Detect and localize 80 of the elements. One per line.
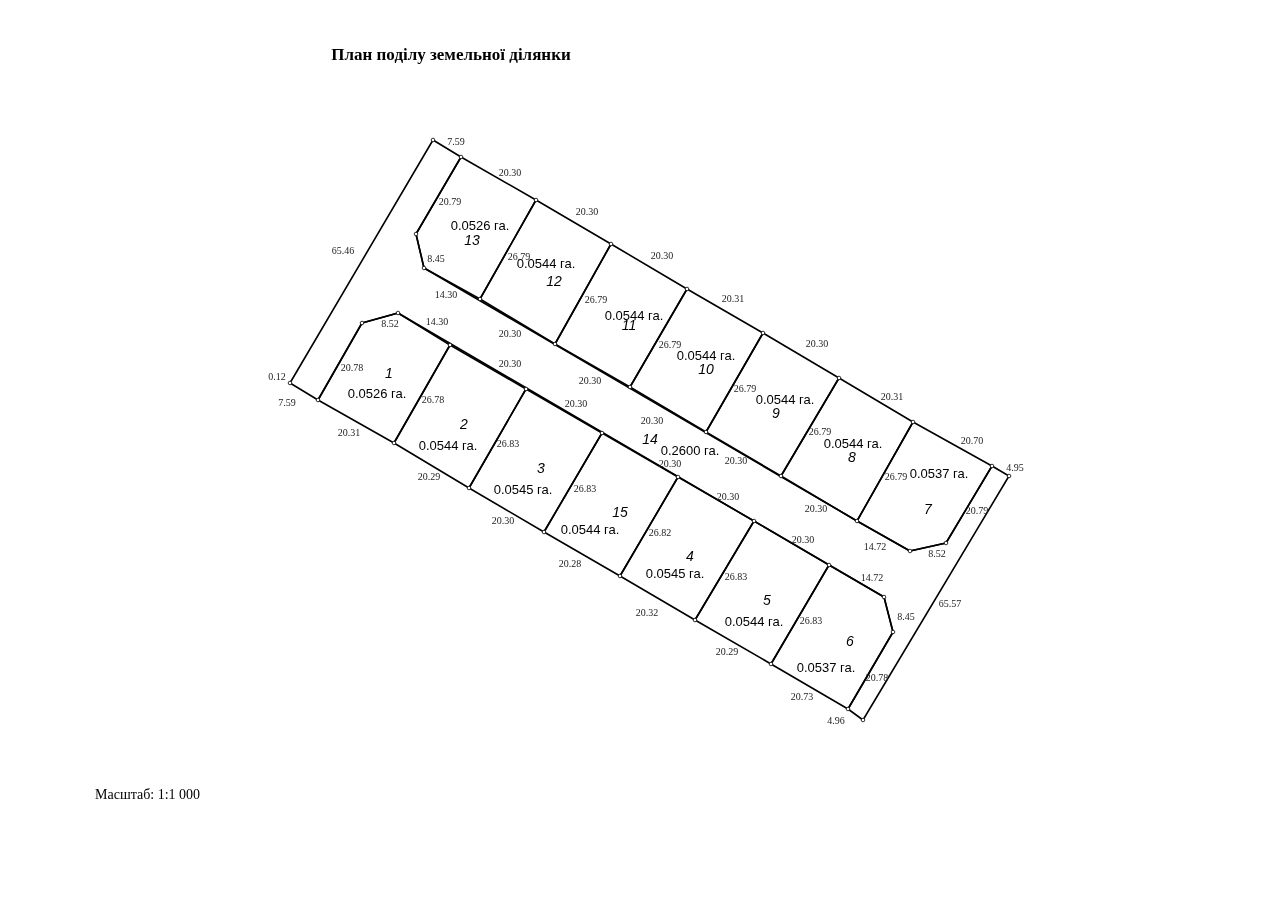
dimension-label: 26.83: [496, 438, 520, 449]
scale-note: Масштаб: 1:1 000: [95, 787, 201, 802]
dimension-label: 65.46: [331, 245, 355, 256]
plot-number: 8: [848, 449, 856, 465]
dimension-label: 20.70: [960, 435, 984, 446]
dimension-label: 20.73: [790, 691, 814, 702]
area-label: 0.0537 га.: [796, 660, 856, 675]
plot-number: 1: [385, 365, 393, 381]
dimension-label: 4.96: [827, 715, 845, 726]
dimension-label: 20.29: [715, 646, 739, 657]
area-label: 0.0544 га.: [755, 392, 815, 407]
dimension-label: 20.30: [498, 358, 522, 369]
dimension-label: 26.78: [421, 394, 445, 405]
area-label: 0.2600 га.: [660, 443, 720, 458]
dimension-label: 20.30: [578, 375, 602, 386]
dimension-label: 20.79: [438, 196, 462, 207]
area-label: 0.0526 га.: [347, 386, 407, 401]
dimension-label: 20.29: [417, 471, 441, 482]
dimension-label: 20.30: [498, 167, 522, 178]
area-label: 0.0545 га.: [645, 566, 705, 581]
dimension-label: 20.30: [716, 491, 740, 502]
plot-number: 10: [698, 361, 714, 377]
dimension-label: 7.59: [278, 397, 296, 408]
area-label: 0.0545 га.: [493, 482, 553, 497]
dimension-label: 26.83: [573, 483, 597, 494]
dimension-label: 20.30: [805, 338, 829, 349]
dimension-label: 20.30: [640, 415, 664, 426]
dimension-label: 8.45: [897, 611, 915, 622]
dimension-label: 26.79: [584, 294, 608, 305]
dimension-label: 14.30: [425, 316, 449, 327]
dimension-label: 20.32: [635, 607, 659, 618]
dimension-label: 14.72: [860, 572, 884, 583]
dimension-label: 14.72: [863, 541, 887, 552]
dimension-label: 65.57: [938, 598, 962, 609]
dimension-label: 20.31: [721, 293, 745, 304]
plot-number: 14: [642, 431, 658, 447]
plot-number: 7: [924, 501, 932, 517]
title: План поділу земельної ділянки: [331, 45, 571, 64]
dimension-label: 20.30: [791, 534, 815, 545]
plot-number: 2: [460, 416, 468, 432]
dimension-label: 14.30: [434, 289, 458, 300]
area-label: 0.0544 га.: [418, 438, 478, 453]
dimension-label: 20.30: [564, 398, 588, 409]
area-label: 0.0544 га.: [724, 614, 784, 629]
plot-number: 9: [772, 405, 780, 421]
dimension-label: 7.59: [447, 136, 465, 147]
plot-number: 5: [763, 592, 771, 608]
dimension-label: 20.30: [498, 328, 522, 339]
area-label: 0.0544 га.: [676, 348, 736, 363]
dimension-label: 20.31: [337, 427, 361, 438]
plot-number: 12: [546, 273, 562, 289]
dimension-label: 20.30: [491, 515, 515, 526]
dimension-label: 8.52: [381, 318, 399, 329]
dimension-label: 20.30: [650, 250, 674, 261]
dimension-label: 20.78: [340, 362, 364, 373]
dimension-label: 20.31: [880, 391, 904, 402]
dimension-label: 20.30: [575, 206, 599, 217]
dimension-label: 20.30: [724, 455, 748, 466]
dimension-label: 8.52: [928, 548, 946, 559]
dimension-label: 4.95: [1006, 462, 1024, 473]
dimension-label: 26.79: [808, 426, 832, 437]
plot-number: 15: [612, 504, 628, 520]
dimension-label: 26.79: [733, 383, 757, 394]
dimension-label: 20.30: [804, 503, 828, 514]
dimension-label: 26.83: [724, 571, 748, 582]
dimension-label: 20.30: [658, 458, 682, 469]
plot-number: 3: [537, 460, 545, 476]
area-label: 0.0544 га.: [560, 522, 620, 537]
dimension-label: 20.28: [558, 558, 582, 569]
dimension-label: 26.83: [799, 615, 823, 626]
dimension-label: 26.79: [884, 471, 908, 482]
plot-number: 13: [464, 232, 480, 248]
area-label: 0.0544 га.: [823, 436, 883, 451]
area-label: 0.0526 га.: [450, 218, 510, 233]
plot-number: 6: [846, 633, 854, 649]
plot-number: 4: [686, 548, 694, 564]
dimension-label: 8.45: [427, 253, 445, 264]
dimension-label: 26.82: [648, 527, 672, 538]
area-label: 0.0537 га.: [909, 466, 969, 481]
dimension-label: 26.79: [658, 339, 682, 350]
